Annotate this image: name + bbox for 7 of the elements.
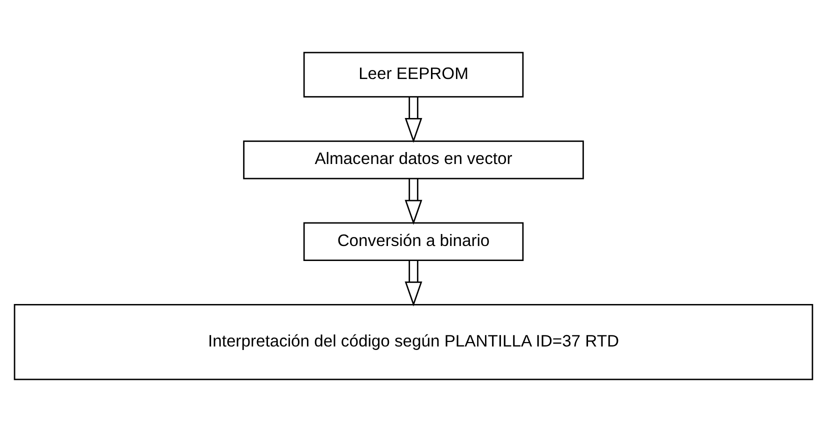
arrow	[404, 260, 422, 306]
node-box: Conversión a binario	[303, 222, 524, 262]
node-box: Almacenar datos en vector	[243, 140, 584, 180]
arrow	[404, 178, 422, 225]
node-box: Interpretación del código según PLANTILLA ID=37 RTD	[14, 304, 814, 380]
arrow	[404, 96, 422, 143]
node-box: Leer EEPROM	[303, 52, 524, 98]
